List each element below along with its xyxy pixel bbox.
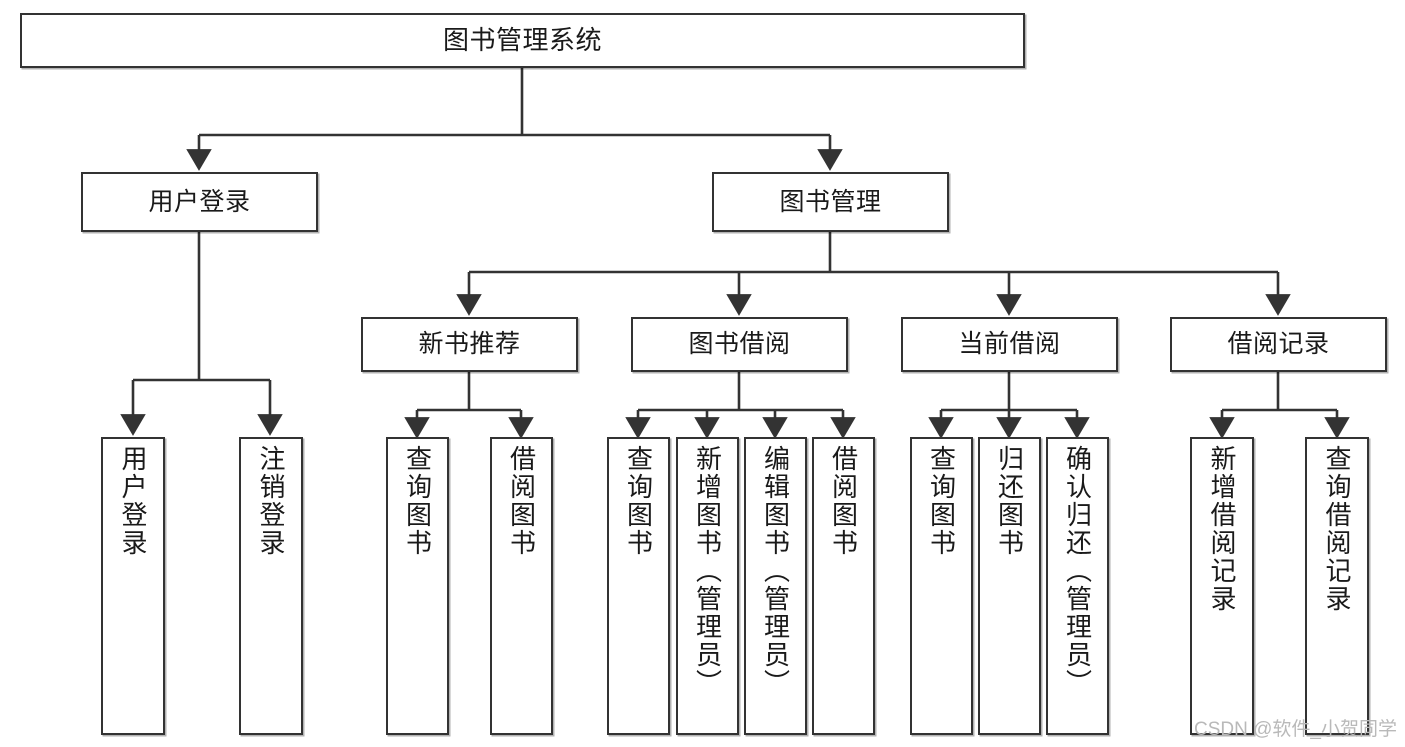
node-user-login[interactable]: 用户登录 — [81, 172, 318, 232]
leaf-edit-book-label: 编辑图书（管理员） — [760, 445, 791, 697]
leaf-confirm-return[interactable]: 确认归还（管理员） — [1046, 437, 1109, 735]
leaf-add-book-label: 新增图书（管理员） — [692, 445, 723, 697]
leaf-borrow-book-2[interactable]: 借阅图书 — [812, 437, 875, 735]
node-borrow-record[interactable]: 借阅记录 — [1170, 317, 1387, 372]
node-book-manage-label: 图书管理 — [779, 187, 882, 216]
leaf-user-login-label: 用户登录 — [118, 445, 148, 557]
node-new-book-recommend-label: 新书推荐 — [418, 330, 521, 358]
leaf-query-record[interactable]: 查询借阅记录 — [1305, 437, 1369, 735]
node-book-borrow-label: 图书借阅 — [688, 330, 791, 358]
node-current-borrow-label: 当前借阅 — [958, 330, 1061, 358]
leaf-borrow-book-2-label: 借阅图书 — [828, 445, 859, 557]
leaf-query-book-3[interactable]: 查询图书 — [910, 437, 973, 735]
node-root[interactable]: 图书管理系统 — [20, 13, 1025, 68]
leaf-query-record-label: 查询借阅记录 — [1322, 445, 1352, 613]
leaf-borrow-book-1-label: 借阅图书 — [506, 445, 537, 557]
leaf-query-book-2[interactable]: 查询图书 — [607, 437, 670, 735]
leaf-add-record[interactable]: 新增借阅记录 — [1190, 437, 1254, 735]
leaf-return-book[interactable]: 归还图书 — [978, 437, 1041, 735]
leaf-add-record-label: 新增借阅记录 — [1207, 445, 1237, 613]
leaf-user-logout[interactable]: 注销登录 — [239, 437, 303, 735]
node-book-borrow[interactable]: 图书借阅 — [631, 317, 848, 372]
node-borrow-record-label: 借阅记录 — [1227, 330, 1330, 358]
leaf-return-book-label: 归还图书 — [994, 445, 1025, 557]
node-current-borrow[interactable]: 当前借阅 — [901, 317, 1118, 372]
node-user-login-label: 用户登录 — [148, 187, 251, 216]
leaf-query-book-2-label: 查询图书 — [623, 445, 654, 557]
leaf-query-book-1-label: 查询图书 — [402, 445, 433, 557]
leaf-user-logout-label: 注销登录 — [256, 445, 286, 557]
leaf-user-login[interactable]: 用户登录 — [101, 437, 165, 735]
node-root-label: 图书管理系统 — [442, 25, 602, 56]
node-new-book-recommend[interactable]: 新书推荐 — [361, 317, 578, 372]
leaf-query-book-1[interactable]: 查询图书 — [386, 437, 449, 735]
leaf-query-book-3-label: 查询图书 — [926, 445, 957, 557]
leaf-confirm-return-label: 确认归还（管理员） — [1062, 445, 1093, 697]
leaf-borrow-book-1[interactable]: 借阅图书 — [490, 437, 553, 735]
node-book-manage[interactable]: 图书管理 — [712, 172, 949, 232]
leaf-edit-book[interactable]: 编辑图书（管理员） — [744, 437, 807, 735]
leaf-add-book[interactable]: 新增图书（管理员） — [676, 437, 739, 735]
csdn-watermark: CSDN @软件_小贺同学 — [1194, 719, 1397, 740]
